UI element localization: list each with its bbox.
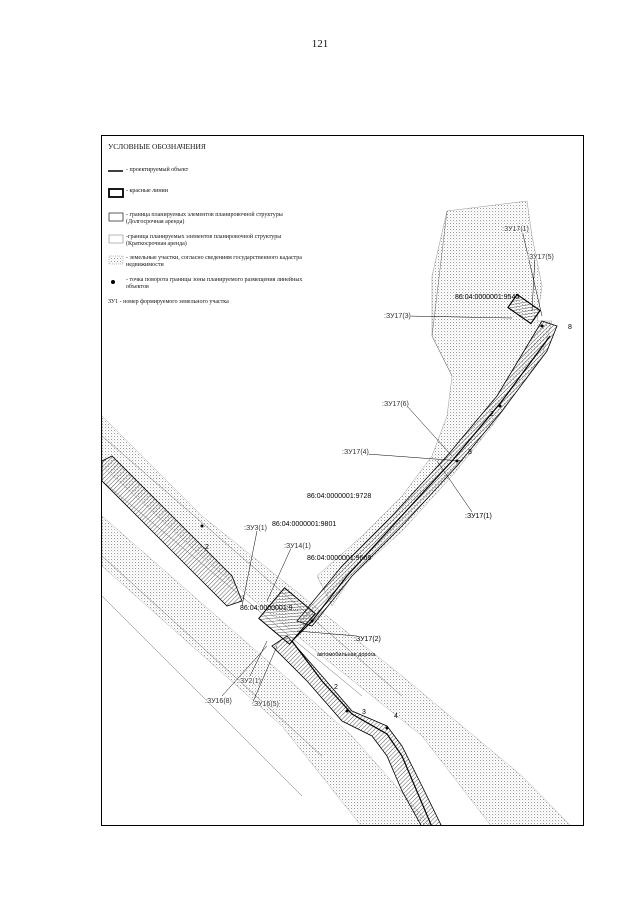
turn-point-label: 3	[468, 449, 472, 456]
cadastral-label: 86:04:0000001:9545	[455, 294, 519, 301]
parcel-label: :ЗУ17(2)	[354, 636, 381, 643]
page-number: 121	[311, 38, 329, 50]
planning-map: :ЗУ17(1) :ЗУ17(5) 86:04:0000001:9545 :ЗУ…	[102, 200, 572, 825]
turn-point-icon	[111, 280, 115, 284]
turn-point-label: 4	[394, 713, 398, 720]
turn-point-label: 3	[362, 709, 366, 716]
legend-item: ЗУ1 - номер формируемого земельного учас…	[108, 299, 308, 306]
turn-point-label: 8	[568, 324, 572, 331]
leader-lines	[221, 229, 543, 705]
ne-box	[507, 293, 541, 325]
turn-point-label: 2	[334, 684, 338, 691]
map-frame: :ЗУ17(1) :ЗУ17(5) 86:04:0000001:9545 :ЗУ…	[101, 135, 584, 826]
turn-point-label: 2	[490, 411, 494, 418]
parcel-label: :ЗУ17(5)	[527, 254, 554, 261]
parcel-label: :ЗУ2(1)	[238, 678, 261, 685]
parcel-label: :ЗУ14(1)	[284, 543, 311, 550]
road-band-west-2	[102, 515, 431, 825]
project-line-icon	[108, 170, 123, 172]
corridor-south	[271, 635, 442, 825]
parcel-label: :ЗУ16(5)	[252, 701, 279, 708]
parcel-label: :ЗУ17(3)	[384, 313, 411, 320]
parcel-label: :ЗУ17(4)	[342, 449, 369, 456]
cadastral-label: 86:04:0000001:9728	[307, 493, 371, 500]
cadastral-label: 86:04:0000001:9...	[240, 605, 298, 612]
parcel-label: :ЗУ17(1)	[502, 226, 529, 233]
cadastral-label: 86:04:0000001:9669	[307, 555, 371, 562]
parcel-label: :ЗУ16(8)	[205, 698, 232, 705]
junction-area	[258, 587, 316, 645]
turn-point-label: 1	[242, 595, 245, 601]
parcel-area-north	[316, 200, 553, 607]
turn-point-dots	[200, 324, 544, 730]
short-term-boundary-icon	[108, 234, 124, 244]
parcel-label: :ЗУ17(6)	[382, 401, 409, 408]
cadastral-parcel-icon	[108, 255, 124, 265]
red-line-icon	[108, 188, 124, 198]
long-term-boundary-icon	[108, 212, 124, 222]
corridor-main	[296, 320, 558, 627]
cadastral-label: 86:04:0000001:9801	[272, 521, 336, 528]
corridor-west	[102, 455, 243, 607]
turn-point-label: 2	[205, 544, 209, 551]
parcel-label: :ЗУ3(1)	[244, 525, 267, 532]
road-note: автомобильная дорога	[317, 652, 376, 658]
parcel-label: :ЗУ17(1)	[465, 513, 492, 520]
legend-note: ЗУ1 - номер формируемого земельного учас…	[108, 299, 229, 305]
project-line	[291, 335, 551, 825]
legend-title: УСЛОВНЫЕ ОБОЗНАЧЕНИЯ	[108, 142, 206, 151]
